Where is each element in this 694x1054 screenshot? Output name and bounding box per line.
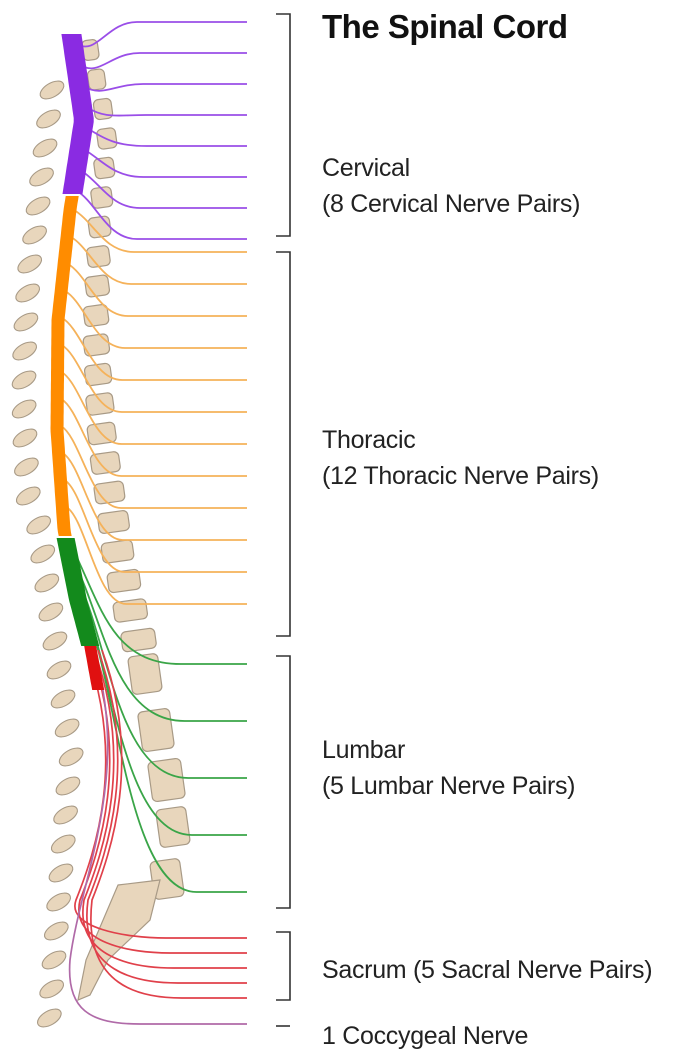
spinous-process bbox=[30, 135, 60, 160]
cervical-label: Cervical (8 Cervical Nerve Pairs) bbox=[322, 150, 580, 222]
spinous-process bbox=[9, 396, 39, 421]
spinous-process bbox=[53, 773, 83, 798]
spinous-process bbox=[56, 744, 86, 769]
spinous-process bbox=[13, 280, 43, 305]
spinous-process bbox=[24, 512, 54, 537]
sacral-cord-segment bbox=[84, 646, 104, 690]
cervical-detail: (8 Cervical Nerve Pairs) bbox=[322, 186, 580, 222]
spinous-process bbox=[15, 251, 45, 276]
vertebral-body bbox=[83, 333, 111, 356]
spinous-process bbox=[44, 657, 74, 682]
spinous-process bbox=[23, 193, 53, 218]
spinous-process bbox=[36, 599, 66, 624]
spinous-process bbox=[51, 802, 81, 827]
brackets-group bbox=[276, 14, 290, 1026]
cervical-bracket bbox=[276, 14, 290, 236]
spinous-process bbox=[10, 425, 40, 450]
lumbar-bracket bbox=[276, 656, 290, 908]
spinous-process bbox=[42, 918, 72, 943]
spinous-process bbox=[14, 483, 44, 508]
cervical-nerve bbox=[77, 22, 247, 47]
spinous-process bbox=[49, 831, 79, 856]
lumbar-name: Lumbar bbox=[322, 732, 575, 768]
spinous-process bbox=[9, 367, 39, 392]
thoracic-cord-segment bbox=[51, 196, 79, 536]
spinous-process bbox=[52, 715, 82, 740]
spinous-process bbox=[10, 338, 40, 363]
spinous-process bbox=[27, 164, 57, 189]
spinous-process bbox=[48, 686, 78, 711]
spinous-process bbox=[35, 1005, 65, 1030]
coccygeal-label: 1 Coccygeal Nerve bbox=[322, 1018, 528, 1054]
thoracic-label: Thoracic (12 Thoracic Nerve Pairs) bbox=[322, 422, 599, 494]
spinal-cord-group bbox=[51, 34, 105, 690]
thoracic-name: Thoracic bbox=[322, 422, 599, 458]
lumbar-detail: (5 Lumbar Nerve Pairs) bbox=[322, 768, 575, 804]
cervical-nerve bbox=[83, 84, 247, 91]
spinous-process bbox=[12, 454, 42, 479]
spinous-process bbox=[20, 222, 50, 247]
spinous-process bbox=[40, 628, 70, 653]
spinous-process bbox=[44, 889, 74, 914]
vertebral-body bbox=[120, 628, 156, 653]
vertebral-body bbox=[128, 653, 163, 695]
cervical-name: Cervical bbox=[322, 150, 580, 186]
thoracic-nerve bbox=[66, 507, 247, 604]
spinous-process bbox=[39, 947, 69, 972]
lumbar-nerve bbox=[87, 617, 247, 892]
vertebral-body bbox=[156, 806, 191, 848]
spinous-process bbox=[28, 541, 58, 566]
vertebral-body bbox=[93, 98, 113, 120]
thoracic-detail: (12 Thoracic Nerve Pairs) bbox=[322, 458, 599, 494]
cervical-nerve bbox=[80, 53, 247, 68]
lumbar-label: Lumbar (5 Lumbar Nerve Pairs) bbox=[322, 732, 575, 804]
spinous-process bbox=[34, 106, 64, 131]
spinous-process bbox=[46, 860, 76, 885]
vertebral-body bbox=[97, 510, 130, 534]
spinous-process bbox=[37, 77, 67, 102]
sacrum-bracket bbox=[276, 932, 290, 1000]
spinous-process bbox=[32, 570, 62, 595]
sacrum-label: Sacrum (5 Sacral Nerve Pairs) bbox=[322, 952, 652, 988]
thoracic-bracket bbox=[276, 252, 290, 636]
vertebral-body bbox=[85, 392, 114, 416]
spinous-process bbox=[11, 309, 41, 334]
spinous-process bbox=[37, 976, 67, 1001]
page-title: The Spinal Cord bbox=[322, 8, 568, 46]
vertebral-body bbox=[87, 68, 107, 90]
